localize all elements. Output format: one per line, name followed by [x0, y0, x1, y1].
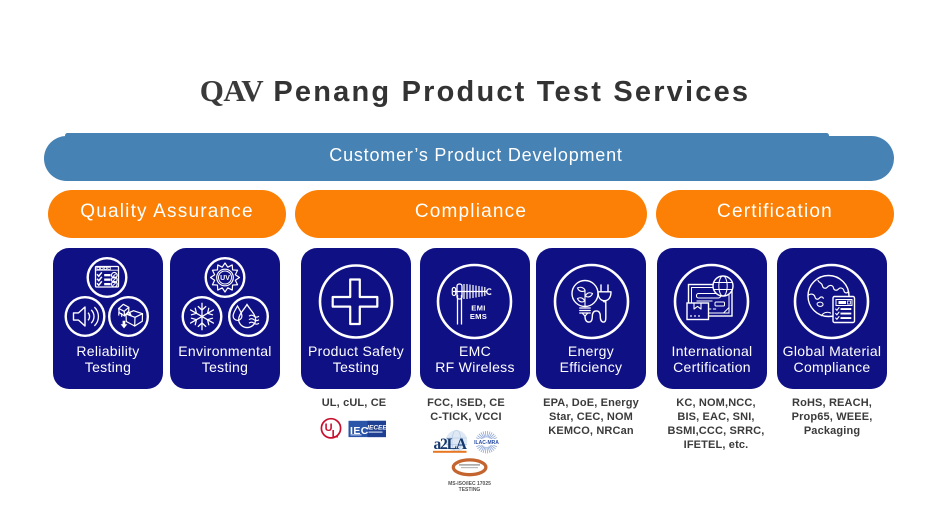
svg-text:UV: UV — [220, 275, 230, 282]
svg-text:ILAC-MRA: ILAC-MRA — [474, 440, 499, 446]
svg-text:L: L — [332, 428, 339, 440]
svg-text:EMI: EMI — [471, 304, 485, 313]
svg-text:IECEE: IECEE — [367, 424, 387, 431]
svg-text:U: U — [325, 422, 333, 434]
svg-text:a2LA: a2LA — [434, 436, 468, 453]
svg-text:TESTING: TESTING — [459, 487, 481, 493]
svg-text:IEC: IEC — [350, 425, 369, 437]
svg-text:EMS: EMS — [470, 312, 487, 321]
svg-text:MS-ISO/IEC 17025: MS-ISO/IEC 17025 — [448, 481, 491, 487]
